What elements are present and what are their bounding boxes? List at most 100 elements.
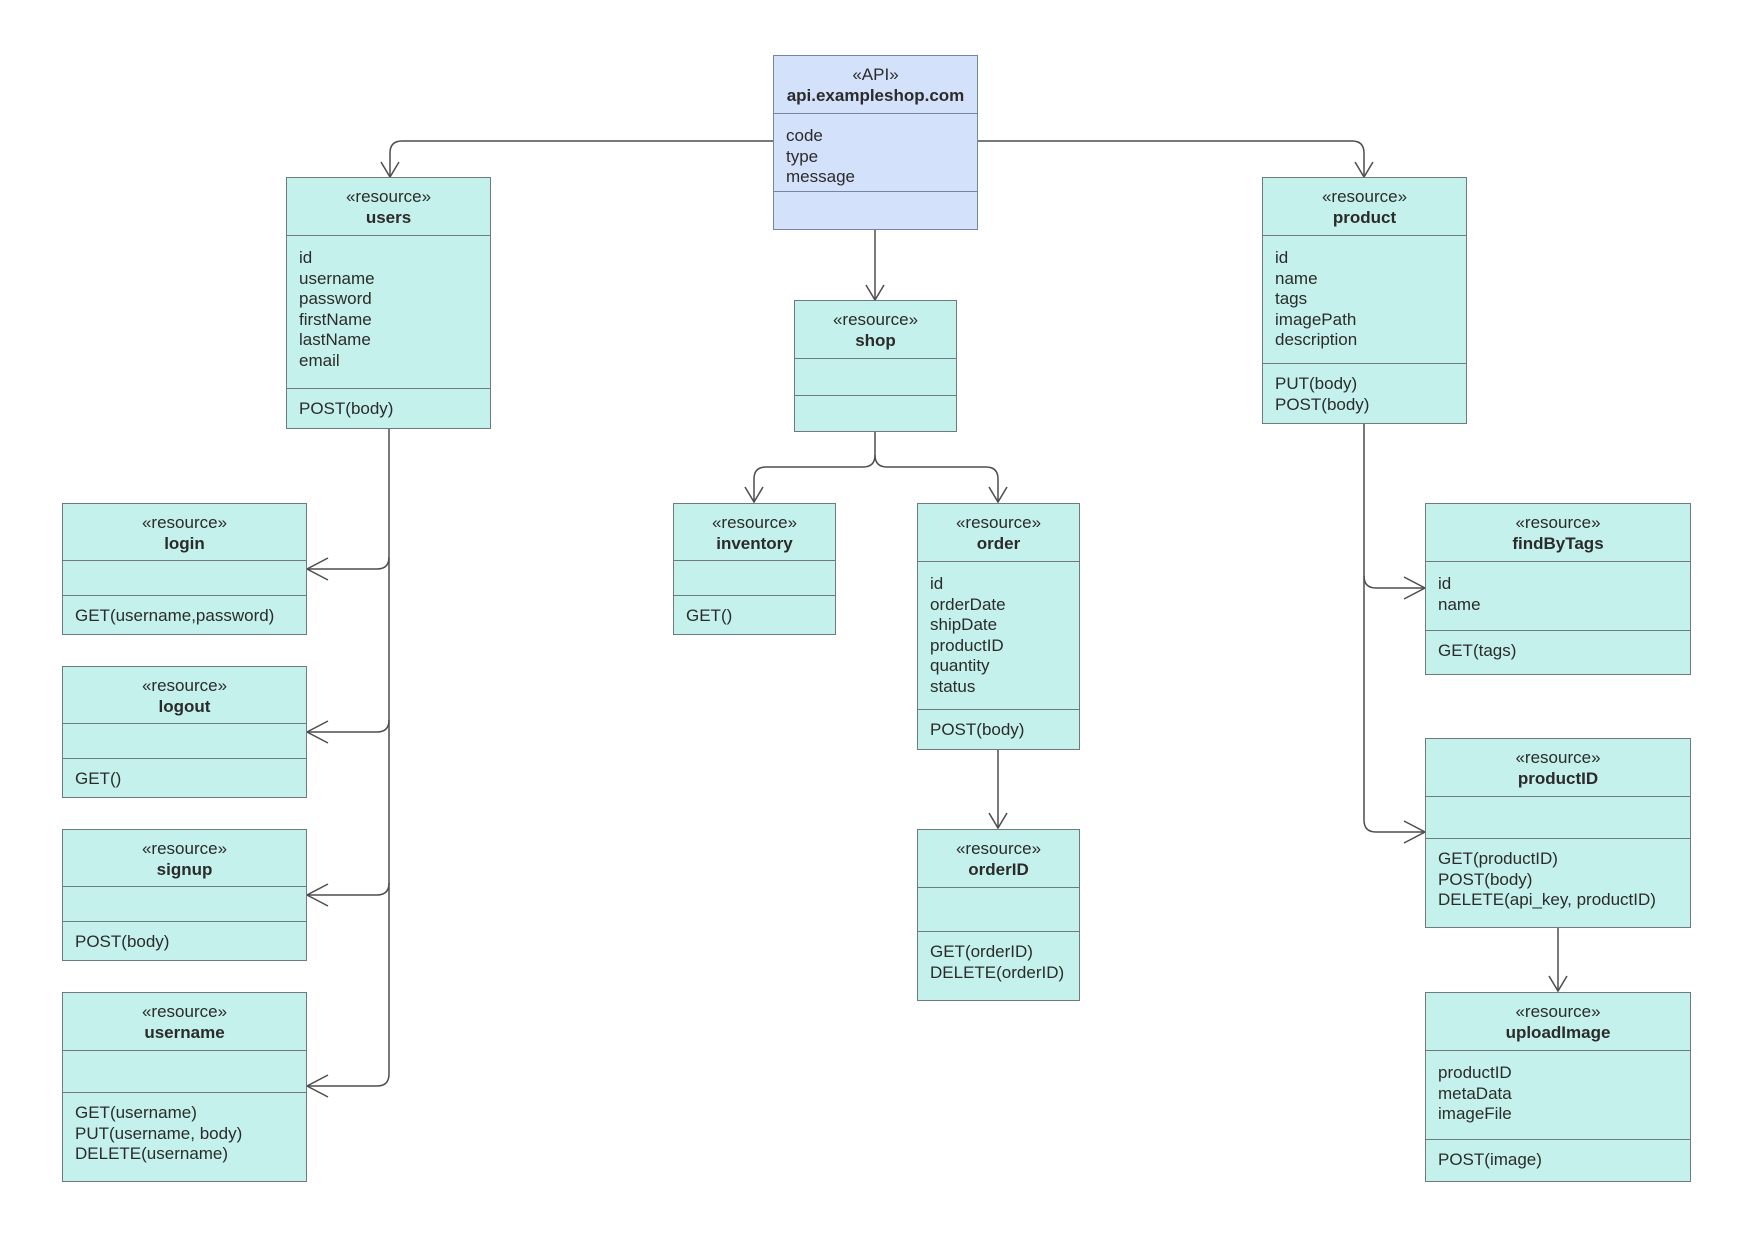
orderID-header: «resource» orderID: [918, 830, 1079, 888]
username-attributes: [63, 1051, 306, 1093]
connector-users-login: [307, 556, 390, 570]
productID-name: productID: [1517, 769, 1599, 788]
findByTags-name: findByTags: [1512, 534, 1604, 553]
attribute: productID: [1438, 1063, 1512, 1082]
users-stereotype: «resource»: [345, 187, 432, 206]
operation: DELETE(api_key, productID): [1438, 890, 1656, 909]
connector-product-findByTags: [1363, 575, 1425, 589]
inventory-operations: GET(): [674, 596, 835, 635]
uploadImage-operations: POST(image): [1426, 1140, 1690, 1181]
inventory-attributes: [674, 561, 835, 596]
signup-stereotype: «resource»: [141, 839, 228, 858]
logout-attributes: [63, 724, 306, 759]
connector-users-trunk: [307, 428, 390, 1087]
inventory-class: «resource» inventory GET(): [673, 503, 836, 635]
connector-api-users: [389, 140, 773, 177]
arrowhead-inventory: [744, 486, 764, 504]
login-operations: GET(username,password): [63, 596, 306, 635]
shop-operations: [795, 396, 956, 431]
operation: POST(body): [75, 931, 170, 951]
attribute: id: [1438, 574, 1452, 593]
logout-class: «resource» logout GET(): [62, 666, 307, 798]
api-attributes: code type message: [774, 114, 977, 192]
arrowhead-signup: [305, 883, 329, 907]
product-operations: PUT(body) POST(body): [1263, 364, 1466, 423]
signup-class: «resource» signup POST(body): [62, 829, 307, 961]
operation: GET(productID): [1438, 849, 1558, 868]
username-class: «resource» username GET(username) PUT(us…: [62, 992, 307, 1182]
attribute: tags: [1275, 289, 1308, 308]
attribute: id: [1275, 248, 1289, 267]
login-stereotype: «resource»: [141, 513, 228, 532]
operation: PUT(username, body): [75, 1123, 243, 1143]
attribute: lastName: [299, 330, 371, 349]
login-attributes: [63, 561, 306, 596]
attribute: name: [1438, 594, 1481, 614]
orderID-operations: GET(orderID) DELETE(orderID): [918, 932, 1079, 1000]
api-operations: [774, 192, 977, 229]
operation: POST(body): [299, 399, 394, 418]
orderID-attributes: [918, 888, 1079, 932]
findByTags-stereotype: «resource»: [1515, 513, 1601, 532]
shop-name: shop: [855, 331, 896, 350]
attribute: imagePath: [1275, 309, 1357, 329]
attribute: id: [930, 574, 944, 593]
arrowhead-login: [305, 557, 329, 581]
uploadImage-class: «resource» uploadImage productID metaDat…: [1425, 992, 1691, 1182]
login-header: «resource» login: [63, 504, 306, 561]
attribute: firstName: [299, 309, 372, 329]
api-header: «API» api.exampleshop.com: [774, 56, 977, 114]
attribute: description: [1275, 330, 1358, 349]
orderID-stereotype: «resource»: [955, 839, 1042, 858]
connector-shop-order: [874, 454, 999, 502]
productID-header: «resource» productID: [1426, 739, 1690, 797]
attribute: email: [299, 350, 340, 370]
shop-header: «resource» shop: [795, 301, 956, 359]
operation: GET(username,password): [75, 605, 275, 625]
attribute: orderDate: [930, 594, 1006, 614]
arrowhead-order: [988, 486, 1008, 504]
username-stereotype: «resource»: [141, 1002, 228, 1021]
productID-class: «resource» productID GET(productID) POST…: [1425, 738, 1691, 928]
arrowhead-uploadImage: [1548, 975, 1568, 993]
productID-operations: GET(productID) POST(body) DELETE(api_key…: [1426, 839, 1690, 927]
attribute: username: [299, 268, 375, 288]
signup-name: signup: [156, 860, 213, 879]
username-header: «resource» username: [63, 993, 306, 1051]
attribute: metaData: [1438, 1083, 1512, 1103]
operation: GET(username): [75, 1103, 197, 1122]
logout-name: logout: [158, 697, 211, 716]
product-stereotype: «resource»: [1321, 187, 1408, 206]
operation: POST(body): [1438, 869, 1533, 889]
findByTags-operations: GET(tags): [1426, 631, 1690, 674]
operation: GET(): [686, 605, 733, 625]
operation: POST(body): [930, 720, 1025, 739]
operation: GET(): [75, 768, 122, 788]
uploadImage-attributes: productID metaData imageFile: [1426, 1051, 1690, 1140]
attribute: id: [299, 248, 313, 267]
order-operations: POST(body): [918, 710, 1079, 749]
operation: DELETE(username): [75, 1144, 229, 1163]
attribute: shipDate: [930, 615, 998, 634]
orderID-name: orderID: [968, 860, 1029, 879]
productID-attributes: [1426, 797, 1690, 839]
findByTags-attributes: id name: [1426, 562, 1690, 631]
attribute: quantity: [930, 656, 990, 675]
operation: PUT(body): [1275, 374, 1358, 393]
login-class: «resource» login GET(username,password): [62, 503, 307, 635]
inventory-header: «resource» inventory: [674, 504, 835, 561]
product-attributes: id name tags imagePath description: [1263, 236, 1466, 364]
signup-header: «resource» signup: [63, 830, 306, 887]
attribute: status: [930, 676, 976, 696]
arrowhead-orderID: [988, 812, 1008, 830]
operation: POST(image): [1438, 1150, 1542, 1169]
signup-attributes: [63, 887, 306, 922]
operation: GET(tags): [1438, 641, 1517, 660]
connector-shop-split: [753, 431, 876, 502]
users-operations: POST(body): [287, 389, 490, 428]
arrowhead-logout: [305, 720, 329, 744]
attribute: productID: [930, 635, 1004, 655]
operation: GET(orderID): [930, 942, 1033, 961]
connector-users-logout: [307, 719, 390, 733]
